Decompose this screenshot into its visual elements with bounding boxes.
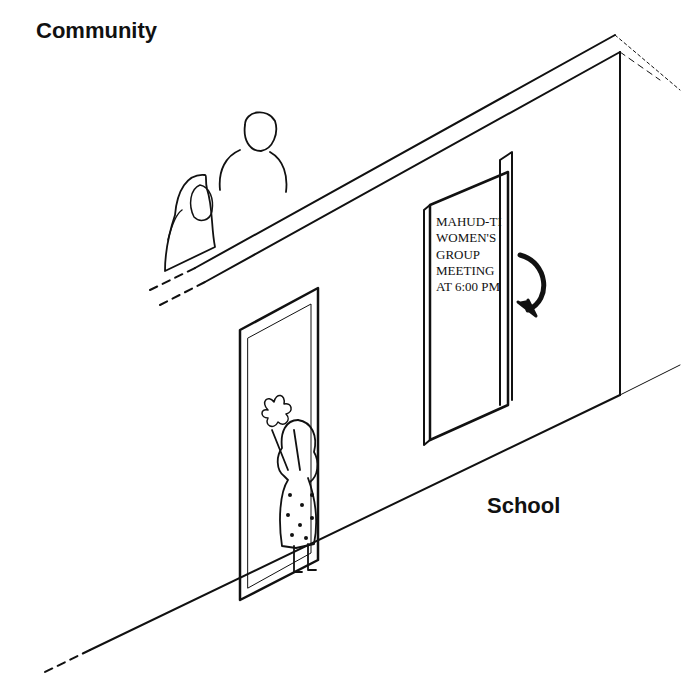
wall-edge (195, 35, 615, 268)
wall-edge (205, 52, 620, 282)
wall-base (90, 395, 620, 650)
region-label: School (487, 493, 560, 519)
child (278, 420, 316, 548)
floor-edge (620, 365, 680, 395)
woman (165, 175, 215, 271)
wall-base (45, 650, 90, 672)
flower (262, 395, 291, 426)
dress-dots (286, 493, 314, 540)
corner-edge (620, 52, 660, 80)
wall-corner (619, 52, 621, 395)
door-frame (500, 152, 512, 405)
region-label: Community (36, 18, 157, 44)
sign-panel (430, 172, 508, 440)
window-pane (248, 304, 311, 588)
corner-edge (615, 35, 680, 90)
sign-board: MAHUD-TI WOMEN'S GROUP MEETING AT 6:00 P… (436, 214, 504, 295)
sign-edge (424, 205, 430, 445)
woman-scarf (168, 210, 182, 240)
window-frame (240, 288, 318, 600)
man-head (245, 112, 277, 151)
child-arms (272, 430, 300, 470)
woman-face (191, 185, 213, 220)
man-body (220, 150, 287, 192)
arrow-head (518, 300, 536, 316)
wall-edge (160, 282, 205, 305)
wall-edge (150, 268, 195, 290)
sign-text: MAHUD-TI WOMEN'S GROUP MEETING AT 6:00 P… (436, 214, 504, 295)
child-legs (294, 544, 316, 572)
child (298, 420, 317, 482)
